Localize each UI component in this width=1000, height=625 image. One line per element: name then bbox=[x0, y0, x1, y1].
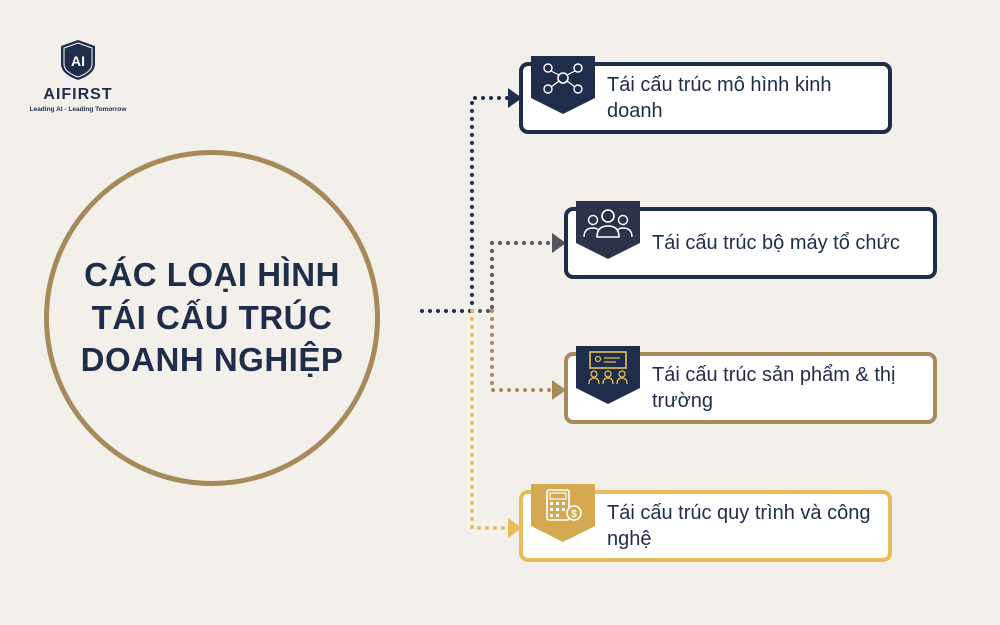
team-group-icon bbox=[576, 201, 640, 259]
brand-name: AIFIRST bbox=[43, 86, 113, 103]
presentation-audience-icon bbox=[576, 346, 640, 404]
card-business-model: Tái cấu trúc mô hình kinh doanh bbox=[519, 56, 892, 134]
network-people-icon bbox=[531, 56, 595, 114]
arrow-head-4 bbox=[508, 518, 522, 538]
svg-text:AI: AI bbox=[71, 53, 85, 69]
center-circle: CÁC LOẠI HÌNH TÁI CẤU TRÚC DOANH NGHIỆP bbox=[44, 150, 380, 486]
brand-tagline: Leading AI - Leading Tomorrow bbox=[29, 106, 127, 113]
card-label-1: Tái cấu trúc mô hình kinh doanh bbox=[607, 74, 832, 122]
card-org-structure: Tái cấu trúc bộ máy tổ chức bbox=[564, 201, 937, 279]
ai-shield-icon: AI bbox=[61, 40, 95, 80]
brand-logo: AI AIFIRST Leading AI - Leading Tomorrow bbox=[28, 38, 128, 113]
card-label-3: Tái cấu trúc sản phẩm & thị trường bbox=[652, 364, 896, 412]
calculator-finance-icon: $ bbox=[531, 484, 595, 542]
card-process-technology: $ Tái cấu trúc quy trình và công nghệ bbox=[519, 484, 892, 562]
arrow-head-1 bbox=[508, 88, 522, 108]
svg-text:$: $ bbox=[571, 509, 577, 520]
arrow-head-2 bbox=[552, 233, 566, 253]
card-product-market: Tái cấu trúc sản phẩm & thị trường bbox=[564, 346, 937, 424]
card-label-2: Tái cấu trúc bộ máy tổ chức bbox=[652, 232, 900, 254]
arrow-head-3 bbox=[552, 380, 566, 400]
center-title: CÁC LOẠI HÌNH TÁI CẤU TRÚC DOANH NGHIỆP bbox=[80, 255, 344, 379]
card-label-4: Tái cấu trúc quy trình và công nghệ bbox=[607, 502, 871, 550]
